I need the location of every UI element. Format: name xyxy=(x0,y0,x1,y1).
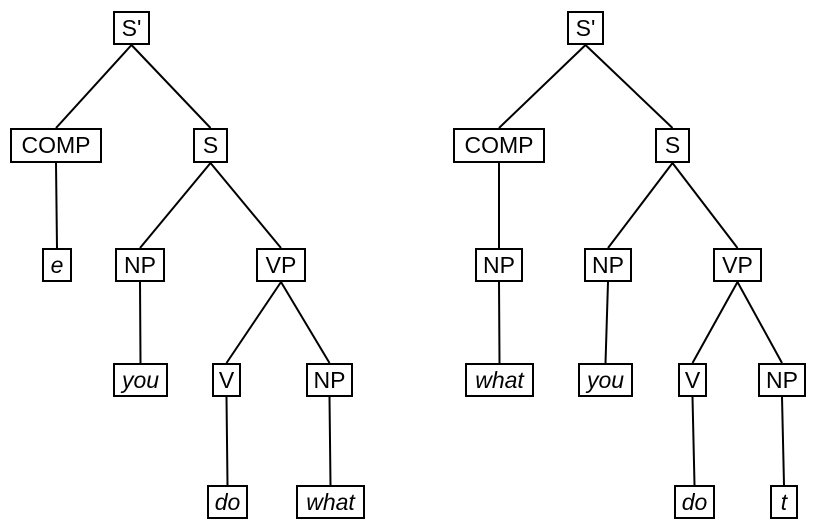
tree-node-label: what xyxy=(306,488,355,515)
tree-node-label: S' xyxy=(121,14,142,41)
tree-node-label: NP xyxy=(313,366,346,393)
tree-node-label: e xyxy=(50,251,64,278)
tree-node-label: COMP xyxy=(21,132,91,158)
tree-node-label: NP xyxy=(766,366,798,393)
tree-edge-R-NP1-to-R-you xyxy=(604,281,609,364)
tree-node-label: VP xyxy=(265,251,297,278)
tree-node-l-v: V xyxy=(212,363,241,397)
tree-edge-L-Sbar-to-L-COMP xyxy=(55,44,133,129)
tree-edge-R-V-to-R-do xyxy=(691,396,696,486)
tree-node-label: COMP xyxy=(464,132,534,158)
tree-edge-R-NP2-to-R-t xyxy=(781,396,785,486)
tree-node-label: what xyxy=(475,366,524,393)
tree-node-label: do xyxy=(681,488,708,515)
tree-edge-L-NP1-to-L-you xyxy=(139,281,142,364)
tree-node-label: S xyxy=(202,132,219,158)
tree-edge-L-V-to-L-do xyxy=(225,396,229,486)
tree-edge-R-VP-to-R-NP2 xyxy=(736,281,783,364)
tree-node-l-s: S xyxy=(193,128,228,163)
tree-node-r-what: what xyxy=(465,363,534,397)
tree-node-label: V xyxy=(218,366,235,393)
tree-node-l-do: do xyxy=(207,485,248,519)
tree-node-label: V xyxy=(684,366,701,393)
tree-node-r-vp: VP xyxy=(713,248,762,282)
tree-node-r-comp: COMP xyxy=(453,128,545,163)
tree-node-r-do: do xyxy=(674,485,715,519)
tree-edge-L-Sbar-to-L-S xyxy=(130,44,212,129)
tree-edge-R-Sbar-to-R-COMP xyxy=(498,44,587,129)
tree-node-label: NP xyxy=(483,251,515,278)
tree-edge-R-S-to-R-VP xyxy=(671,162,739,249)
tree-node-r-s: S xyxy=(655,128,690,163)
tree-node-r-np1: NP xyxy=(584,248,632,282)
tree-node-r-sbar: S' xyxy=(567,11,604,45)
tree-edge-R-NP0-to-R-what xyxy=(498,281,501,364)
tree-node-l-what: what xyxy=(296,485,365,519)
tree-node-label: VP xyxy=(722,251,753,278)
tree-node-r-np2: NP xyxy=(758,363,806,397)
tree-node-label: you xyxy=(121,366,160,393)
tree-node-l-vp: VP xyxy=(256,248,306,282)
tree-edge-L-COMP-to-L-e xyxy=(55,162,58,249)
tree-edge-L-NP2-to-L-what xyxy=(328,396,332,486)
tree-node-l-comp: COMP xyxy=(10,128,102,163)
tree-node-r-you: you xyxy=(578,363,633,397)
tree-node-r-t: t xyxy=(770,485,798,519)
tree-node-l-e: e xyxy=(42,248,72,282)
tree-edge-L-VP-to-L-V xyxy=(225,281,282,364)
tree-edge-R-Sbar-to-R-S xyxy=(584,44,674,129)
tree-node-label: you xyxy=(586,366,625,393)
tree-edge-L-S-to-L-NP1 xyxy=(139,162,212,249)
tree-edge-L-S-to-L-VP xyxy=(209,162,282,249)
tree-node-label: S xyxy=(664,132,681,158)
tree-edge-R-VP-to-R-V xyxy=(691,281,739,364)
tree-node-label: do xyxy=(214,488,241,515)
tree-node-label: NP xyxy=(124,251,156,278)
tree-node-label: S' xyxy=(575,14,596,41)
tree-edge-L-VP-to-L-NP2 xyxy=(280,281,331,364)
tree-node-l-np1: NP xyxy=(115,248,165,282)
tree-node-r-np0: NP xyxy=(475,248,523,282)
tree-node-l-np2: NP xyxy=(306,363,353,397)
tree-node-label: t xyxy=(780,488,788,515)
tree-edge-R-S-to-R-NP1 xyxy=(607,162,674,249)
tree-node-label: NP xyxy=(592,251,624,278)
tree-node-l-sbar: S' xyxy=(113,11,150,45)
tree-node-l-you: you xyxy=(113,363,168,397)
tree-node-r-v: V xyxy=(678,363,707,397)
